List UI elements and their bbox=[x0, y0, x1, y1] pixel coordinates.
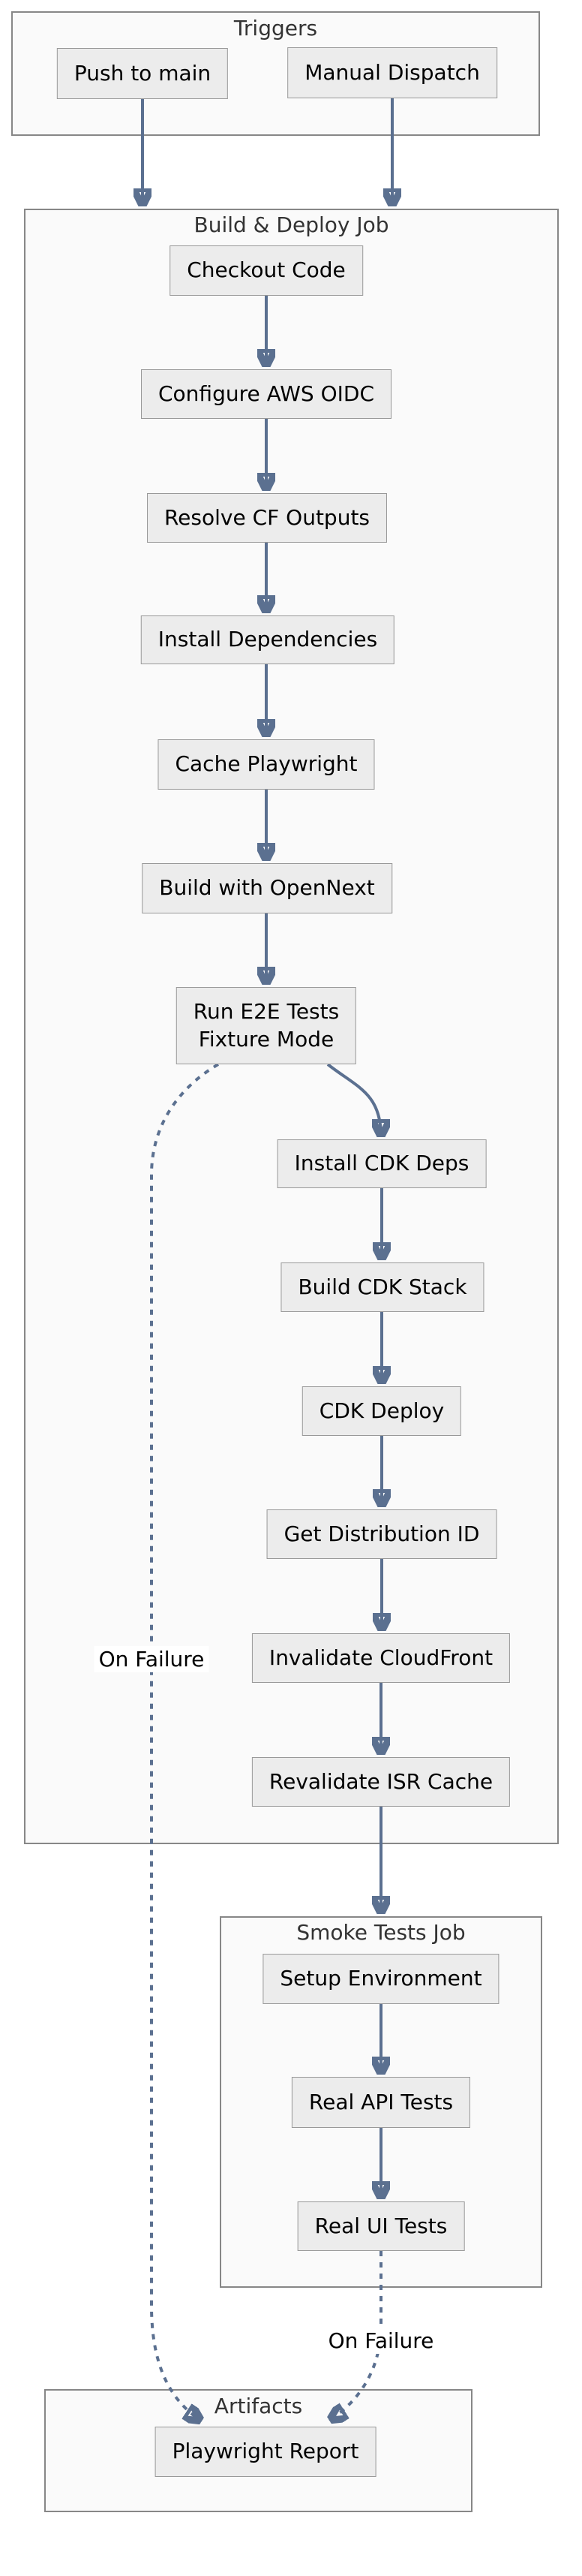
node-playwright-report: Playwright Report bbox=[154, 2427, 376, 2477]
edge-label-on-failure-e2e: On Failure bbox=[94, 1646, 209, 1672]
node-run-e2e-line2: Fixture Mode bbox=[198, 1026, 334, 1052]
node-push-to-main: Push to main bbox=[56, 48, 229, 99]
node-setup-environment: Setup Environment bbox=[262, 1954, 500, 2004]
node-cdk-deploy: CDK Deploy bbox=[302, 1386, 462, 1436]
node-install-dependencies: Install Dependencies bbox=[140, 615, 395, 664]
cluster-label-artifacts: Artifacts bbox=[214, 2394, 303, 2418]
node-install-cdk-deps: Install CDK Deps bbox=[277, 1139, 487, 1188]
node-checkout-code: Checkout Code bbox=[170, 245, 363, 296]
edge-e2e-installcdk bbox=[326, 1063, 381, 1136]
node-revalidate-isr-cache: Revalidate ISR Cache bbox=[251, 1757, 511, 1807]
node-manual-dispatch: Manual Dispatch bbox=[287, 47, 497, 98]
node-invalidate-cloudfront: Invalidate CloudFront bbox=[251, 1633, 511, 1683]
node-build-cdk-stack: Build CDK Stack bbox=[280, 1262, 484, 1312]
node-get-distribution-id: Get Distribution ID bbox=[266, 1509, 497, 1559]
cluster-label-build-deploy-job: Build & Deploy Job bbox=[194, 212, 389, 237]
cluster-label-smoke-tests-job: Smoke Tests Job bbox=[296, 1920, 466, 1945]
node-run-e2e-tests-fixture-mode: Run E2E Tests Fixture Mode bbox=[176, 987, 357, 1064]
edge-e2e-failure-report bbox=[150, 1063, 220, 2421]
cluster-label-triggers: Triggers bbox=[233, 16, 318, 41]
node-configure-aws-oidc: Configure AWS OIDC bbox=[141, 369, 392, 419]
node-real-api-tests: Real API Tests bbox=[291, 2077, 471, 2128]
node-cache-playwright: Cache Playwright bbox=[158, 739, 375, 790]
edge-label-on-failure-ui: On Failure bbox=[323, 2328, 439, 2354]
node-real-ui-tests: Real UI Tests bbox=[297, 2201, 465, 2251]
node-resolve-cf-outputs: Resolve CF Outputs bbox=[146, 493, 388, 543]
node-build-with-opennext: Build with OpenNext bbox=[142, 863, 392, 913]
node-run-e2e-line1: Run E2E Tests bbox=[193, 998, 340, 1024]
